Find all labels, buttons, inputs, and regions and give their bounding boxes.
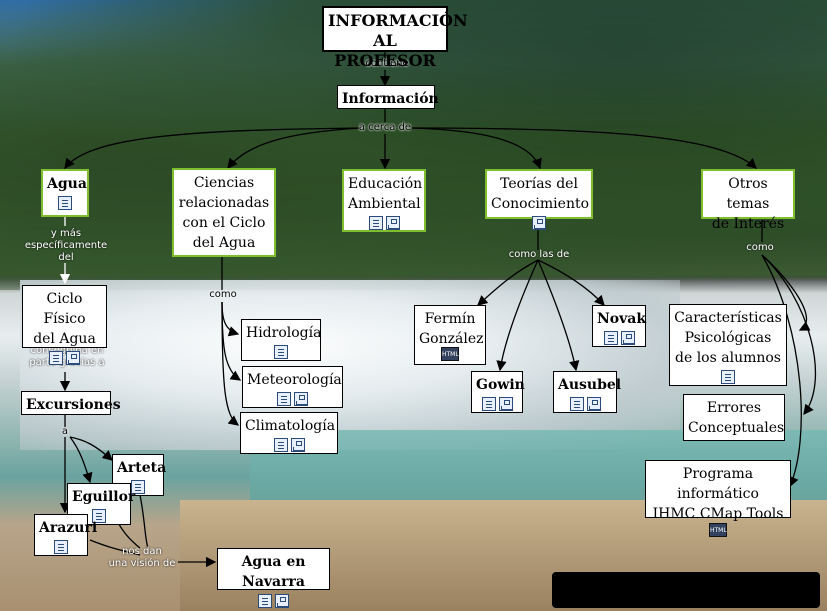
document-icon[interactable] xyxy=(481,397,496,411)
concept-map-icon[interactable] xyxy=(385,216,400,230)
concept-label: Ciclo Físico del Agua xyxy=(33,291,96,347)
concept-teorias-del-conocimiento[interactable]: Teorías del Conocimiento xyxy=(485,169,593,230)
concept-label: INFORMACIÓN AL PROFESOR xyxy=(328,11,468,70)
concept-fermin-gonzalez[interactable]: Fermín González HTML xyxy=(414,305,486,365)
concept-label: Agua en Navarra xyxy=(241,554,306,590)
concept-label: Fermín González xyxy=(419,311,484,347)
link-label-como-ciencias: como xyxy=(209,289,237,300)
concept-meteorologia[interactable]: Meteorología xyxy=(242,366,343,408)
document-icon[interactable] xyxy=(49,351,63,365)
concept-gowin[interactable]: Gowin xyxy=(471,371,525,413)
concept-label: Características Psicológicas de los alum… xyxy=(674,310,782,366)
link-label-contiene: contiene xyxy=(365,58,409,69)
concept-label: Novak xyxy=(597,311,647,327)
concept-label: Arteta xyxy=(117,460,167,476)
concept-label: Meteorología xyxy=(247,372,342,388)
link-label-nos-dan: nos dan una visión de xyxy=(108,546,176,569)
html-icon[interactable]: HTML xyxy=(441,347,459,361)
concept-agua-en-navarra[interactable]: Agua en Navarra xyxy=(217,548,330,608)
concept-map-icon[interactable] xyxy=(294,392,308,406)
concept-label: Ciencias relacionadas con el Ciclo del A… xyxy=(178,175,270,251)
concept-arazuri[interactable]: Arazuri xyxy=(34,514,98,556)
concept-label: Eguillor xyxy=(72,489,136,505)
concept-informacion[interactable]: Información xyxy=(337,85,439,109)
concept-label: Ausubel xyxy=(558,377,622,393)
document-icon[interactable] xyxy=(721,370,735,384)
concept-ausubel[interactable]: Ausubel xyxy=(553,371,622,413)
concept-educacion-ambiental[interactable]: Educación Ambiental xyxy=(342,169,426,232)
concept-label: Otros temas de Interés xyxy=(711,176,785,232)
concept-map-icon[interactable] xyxy=(498,397,513,411)
concept-label: Información xyxy=(342,91,439,107)
concept-label: Educación Ambiental xyxy=(348,176,423,212)
document-icon[interactable] xyxy=(603,331,618,345)
concept-errores-conceptuales[interactable]: Errores Conceptuales xyxy=(683,394,785,441)
concept-label: Programa informático IHMC CMap Tools xyxy=(652,466,784,522)
concept-map-icon[interactable] xyxy=(290,438,305,452)
concept-label: Excursiones xyxy=(26,397,121,413)
dark-overlay-bar xyxy=(552,572,820,608)
concept-label: Hidrología xyxy=(246,325,322,341)
link-label-a: a xyxy=(61,426,69,437)
concept-label: Agua xyxy=(47,176,87,192)
concept-label: Gowin xyxy=(476,377,525,393)
concept-otros-temas[interactable]: Otros temas de Interés xyxy=(701,169,795,232)
document-icon[interactable] xyxy=(273,438,288,452)
concept-programa-cmap-tools[interactable]: Programa informático IHMC CMap Tools HTM… xyxy=(645,460,791,537)
document-icon[interactable] xyxy=(54,540,68,554)
link-label-y-mas: y más específicamente del xyxy=(24,228,108,263)
concept-arteta[interactable]: Arteta xyxy=(112,454,167,496)
document-icon[interactable] xyxy=(131,480,145,494)
concept-label: Teorías del Conocimiento xyxy=(491,176,590,212)
concept-informacion-al-profesor[interactable]: INFORMACIÓN AL PROFESOR xyxy=(322,6,468,70)
concept-hidrologia[interactable]: Hidrología xyxy=(241,319,321,361)
concept-map-icon[interactable] xyxy=(620,331,635,345)
concept-label: Arazuri xyxy=(39,520,98,536)
concept-map-icon[interactable] xyxy=(275,594,289,608)
concept-caracteristicas-psicologicas[interactable]: Características Psicológicas de los alum… xyxy=(669,304,787,386)
concept-label: Climatología xyxy=(245,418,336,434)
concept-agua[interactable]: Agua xyxy=(41,169,89,217)
concept-map-icon[interactable] xyxy=(532,216,546,230)
concept-map-icon[interactable] xyxy=(66,351,80,365)
document-icon[interactable] xyxy=(569,397,584,411)
concept-label: Errores Conceptuales xyxy=(688,400,785,436)
link-label-como-otros: como xyxy=(746,242,774,253)
link-label-a-cerca-de: a cerca de xyxy=(358,122,412,133)
link-label-como-las-de: como las de xyxy=(508,249,570,260)
html-icon[interactable]: HTML xyxy=(709,523,727,537)
concept-ciencias-relacionadas[interactable]: Ciencias relacionadas con el Ciclo del A… xyxy=(172,168,276,257)
document-icon[interactable] xyxy=(277,392,291,406)
concept-climatologia[interactable]: Climatología xyxy=(240,412,338,454)
concept-ciclo-fisico[interactable]: Ciclo Físico del Agua xyxy=(22,285,107,365)
document-icon[interactable] xyxy=(258,594,272,608)
concept-map-icon[interactable] xyxy=(586,397,601,411)
document-icon[interactable] xyxy=(92,509,106,523)
document-icon[interactable] xyxy=(368,216,383,230)
concept-novak[interactable]: Novak xyxy=(592,305,646,347)
document-icon[interactable] xyxy=(58,196,72,210)
document-icon[interactable] xyxy=(274,345,288,359)
concept-excursiones[interactable]: Excursiones xyxy=(21,391,121,415)
